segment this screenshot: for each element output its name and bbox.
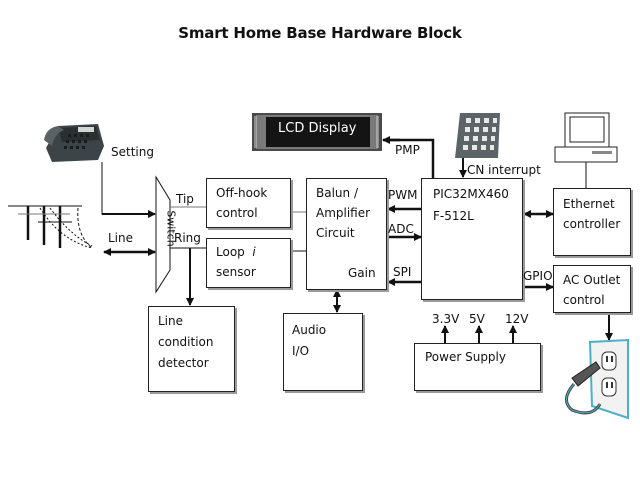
loop-sensor-label-2: sensor	[216, 265, 256, 279]
power-supply-block	[414, 343, 541, 391]
current-symbol: i	[252, 245, 256, 259]
power-lines-icon	[8, 205, 93, 249]
balun-amplifier-block	[306, 178, 387, 290]
lcd-display-icon	[252, 113, 382, 151]
ac-outlet-control-label: AC Outlet control	[563, 273, 621, 307]
tip-label: Tip	[176, 192, 194, 206]
setting-label: Setting	[111, 145, 154, 159]
audio-io-label: Audio I/O	[292, 323, 327, 358]
loop-sensor-block	[206, 238, 291, 288]
mcu-label: PIC32MX460 F-512L	[433, 187, 509, 223]
spi-label: SPI	[393, 265, 412, 279]
cn-interrupt-label: CN interrupt	[467, 163, 541, 177]
audio-io-block	[283, 313, 363, 391]
diagram-title: Smart Home Base Hardware Block	[178, 24, 462, 42]
telephone-icon	[44, 124, 104, 162]
switch-label: Switch	[164, 210, 178, 247]
loop-sensor-label-1: Loop i	[216, 242, 256, 262]
off-hook-control-label: Off-hook control	[216, 186, 268, 220]
power-outlet-icon	[565, 338, 629, 420]
adc-label: ADC	[388, 222, 414, 236]
switch-shape	[155, 175, 171, 294]
keypad-icon	[455, 113, 500, 158]
pwm-label: PWM	[388, 188, 418, 202]
ring-label: Ring	[174, 231, 201, 245]
lcd-display-label: LCD Display	[278, 121, 357, 136]
gain-label: Gain	[348, 266, 376, 280]
computer-icon	[554, 112, 618, 163]
mcu-block	[421, 178, 523, 300]
ethernet-controller-block	[553, 188, 631, 256]
gpio-label: GPIO	[523, 269, 553, 283]
v33-label: 3.3V	[432, 312, 460, 326]
line-condition-detector-block	[148, 306, 235, 392]
line-label: Line	[108, 231, 134, 245]
power-supply-label: Power Supply	[425, 350, 506, 364]
ethernet-controller-label: Ethernet controller	[563, 197, 621, 231]
pmp-label: PMP	[395, 143, 420, 157]
line-condition-detector-label: Line condition detector	[158, 314, 214, 370]
v5-label: 5V	[469, 312, 485, 326]
loop-label: Loop	[216, 245, 245, 259]
off-hook-control-block	[206, 178, 291, 228]
v12-label: 12V	[505, 312, 529, 326]
ac-outlet-control-block	[553, 265, 631, 313]
balun-amplifier-label: Balun / Amplifier Circuit	[316, 186, 371, 240]
